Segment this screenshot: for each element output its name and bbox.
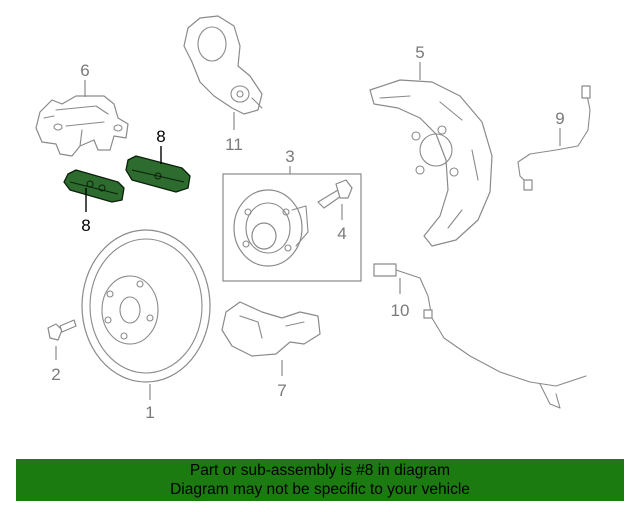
callout-11: 11 [225,135,243,154]
caliper-part-6[interactable] [35,95,129,157]
caliper-bracket-part-7[interactable] [221,301,321,357]
banner-line-2: Diagram may not be specific to your vehi… [170,481,470,498]
callout-6: 6 [80,61,89,80]
hub-assembly-box [222,173,362,282]
callout-4: 4 [337,224,346,243]
brake-pad-8-upper[interactable] [125,155,191,193]
callout-9: 9 [555,109,564,128]
callout-2: 2 [51,365,60,384]
callout-8-top: 8 [156,127,165,146]
callout-7: 7 [277,381,286,400]
brake-hose-part-9[interactable] [517,85,591,191]
callout-3: 3 [285,147,294,166]
callout-5: 5 [415,43,424,62]
abs-sensor-part-10[interactable] [373,263,587,409]
info-banner: Part or sub-assembly is #8 in diagram Di… [16,459,624,501]
bolt-part-2[interactable] [47,319,77,341]
callout-1: 1 [145,403,154,422]
hub-bearing-part-3[interactable] [233,189,309,267]
callout-8-bottom: 8 [81,216,90,235]
callout-10: 10 [391,301,410,320]
brake-pad-8-lower[interactable] [63,169,125,203]
bolt-part-4[interactable] [317,179,353,209]
knuckle-part-11[interactable] [183,15,263,115]
banner-line-1: Part or sub-assembly is #8 in diagram [189,462,451,479]
brake-rotor-part-1[interactable] [81,229,211,383]
splash-shield-part-5[interactable] [369,79,493,247]
